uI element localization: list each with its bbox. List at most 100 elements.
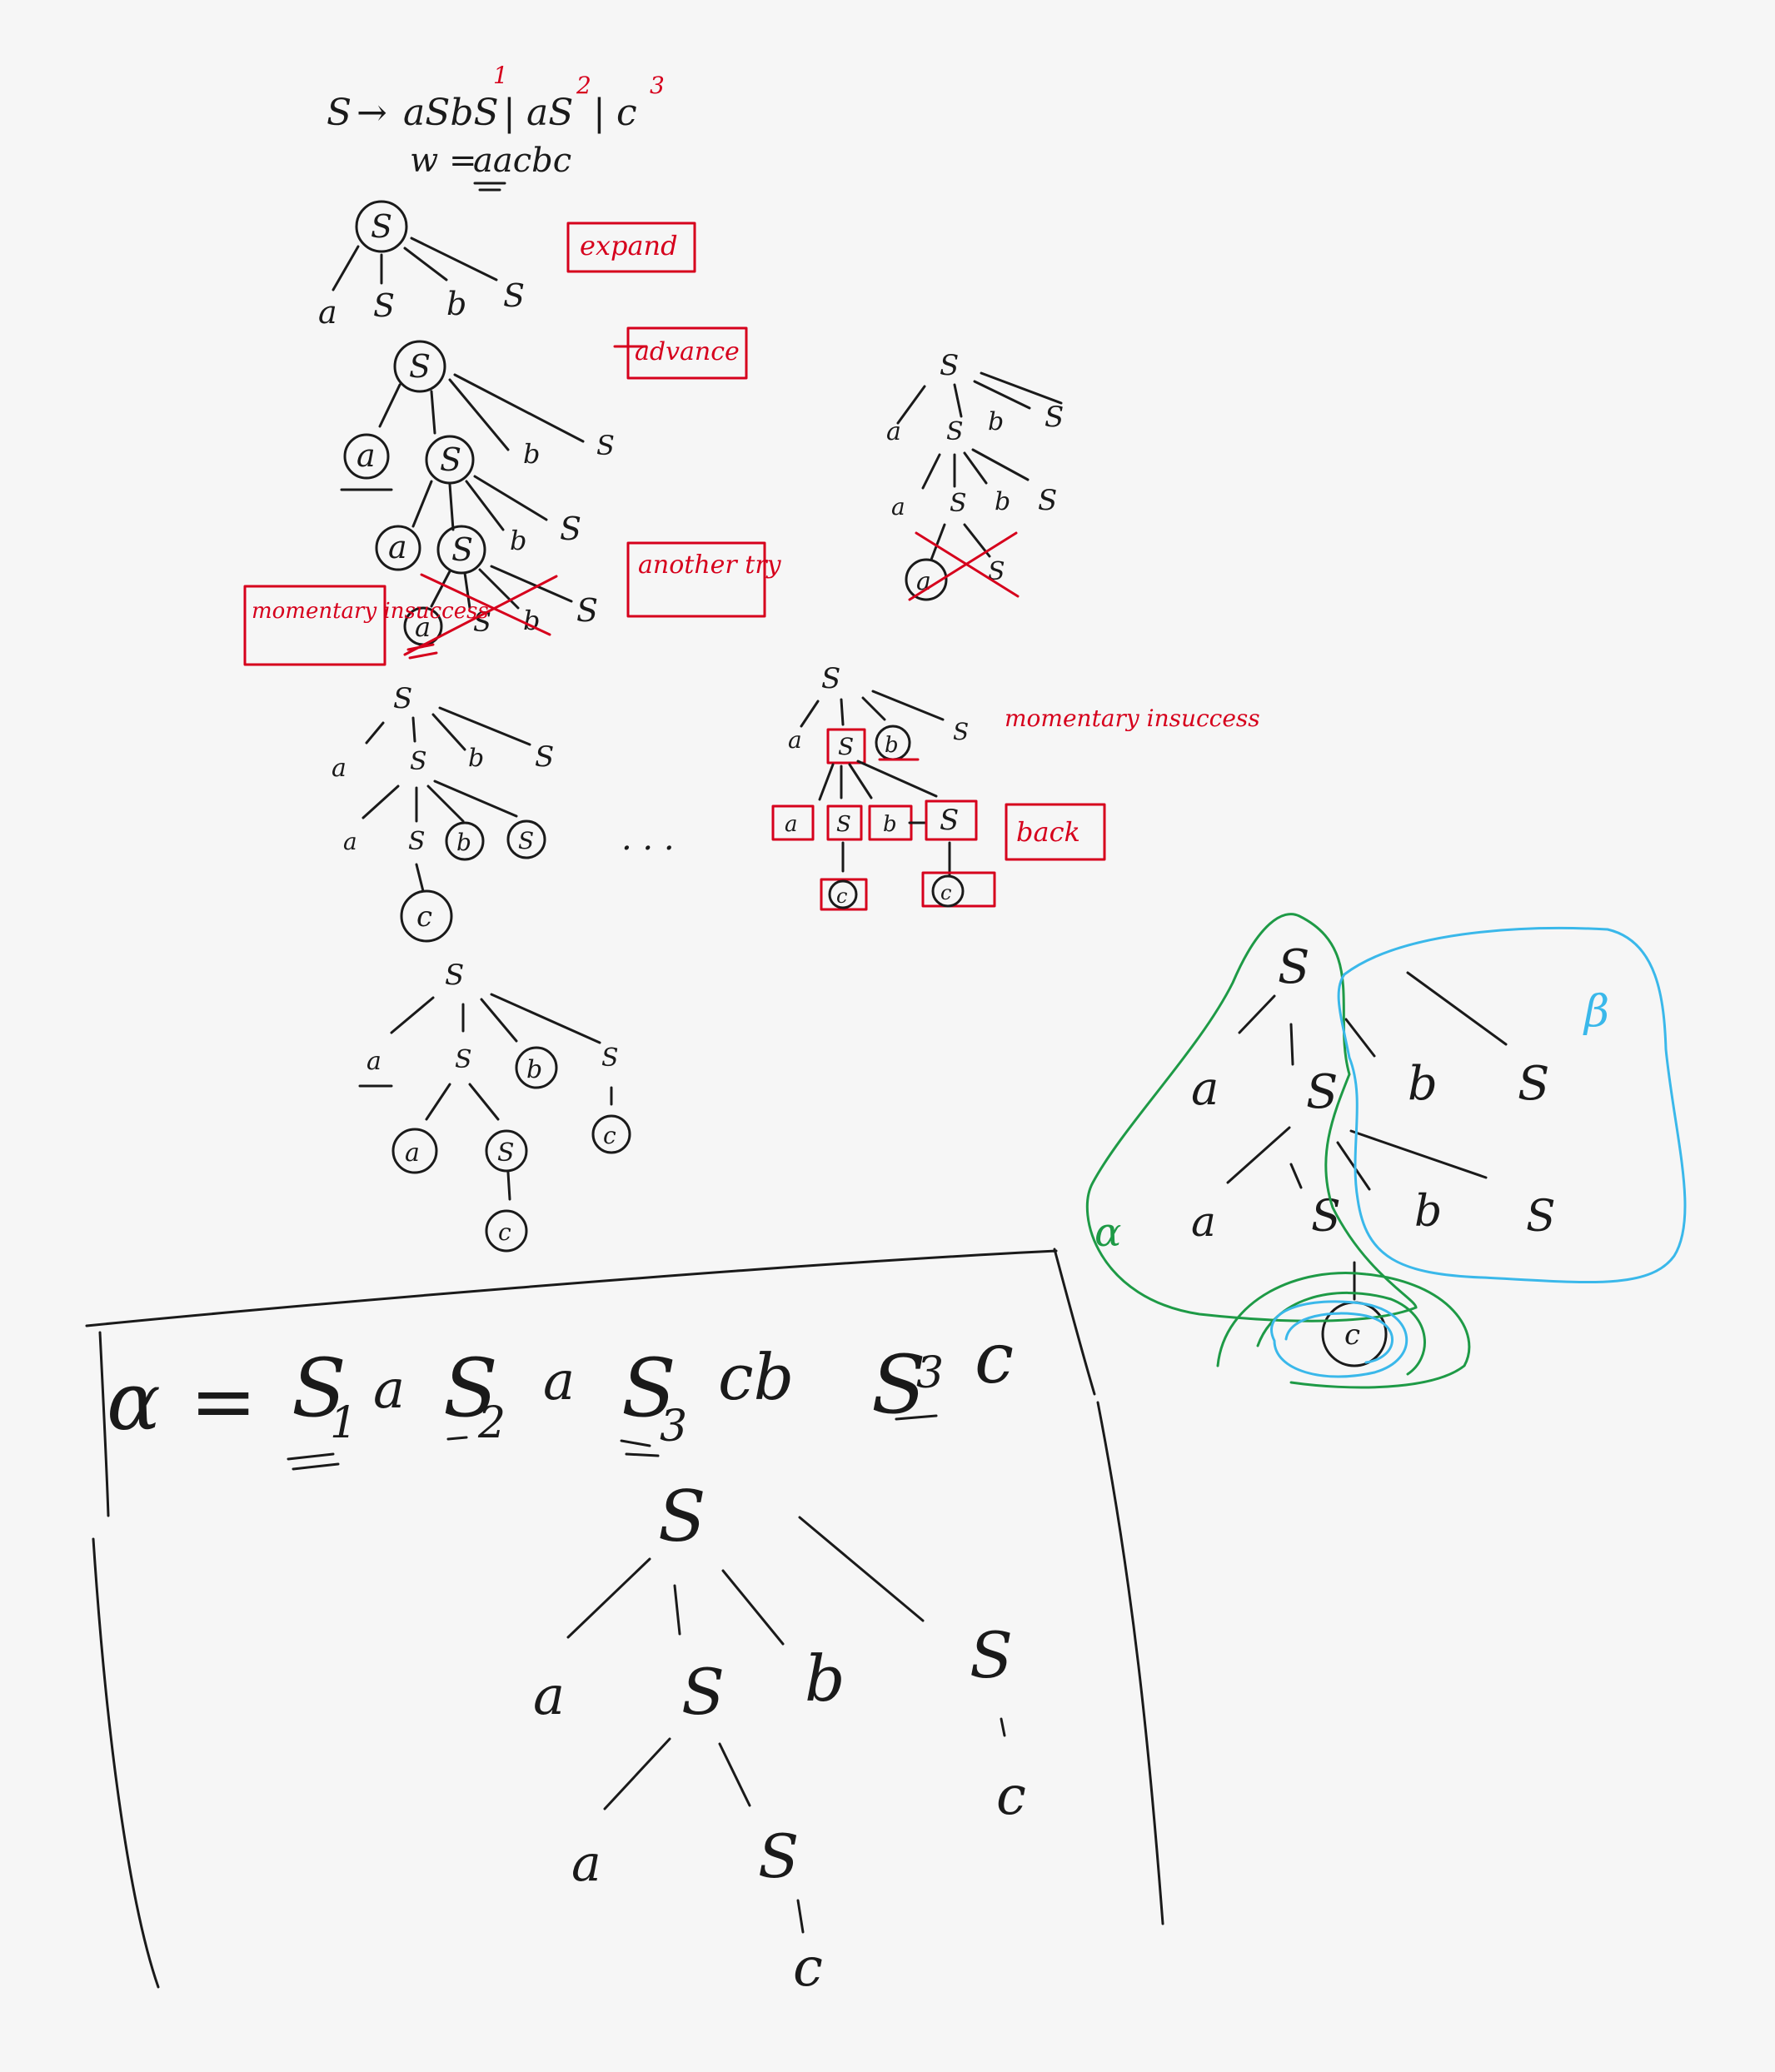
- node-a: a: [571, 1835, 601, 1893]
- circled-c: [931, 874, 965, 908]
- beta-rings: [1270, 1300, 1408, 1378]
- tree-step-5: S a S b S a S c c: [358, 959, 631, 1253]
- annotation-momentary-insuccess-left: momentary insuccess: [243, 585, 489, 666]
- node-S: S: [409, 348, 431, 385]
- node-a: a: [533, 1666, 565, 1727]
- annotation-expand: expand: [566, 222, 696, 273]
- tree-failed-attempt: S a S b S a S b S a S: [886, 349, 1064, 601]
- node-S: S: [1038, 484, 1057, 517]
- edges-level-2: [1226, 1126, 1488, 1191]
- edge-to-c: [796, 1899, 805, 1934]
- edges: [896, 371, 1063, 425]
- grammar-alt-1: aSbS: [403, 92, 499, 134]
- edges: [332, 237, 498, 291]
- deriv-a: a: [543, 1351, 575, 1412]
- tree-alpha-beta: S a S b S a S b S c α β: [1085, 913, 1687, 1389]
- red-box-S: [826, 728, 866, 765]
- node-S: S: [946, 417, 964, 446]
- circled-S: [506, 819, 546, 859]
- edges: [800, 690, 945, 728]
- grammar-alt-2: aS: [526, 92, 573, 134]
- word-underline: [473, 182, 506, 192]
- deriv-subscript: 3: [916, 1348, 944, 1398]
- annotation-text: advance: [635, 337, 740, 366]
- node-a: a: [332, 754, 347, 783]
- edges: [365, 706, 531, 751]
- equals-sign: =: [190, 1355, 257, 1448]
- circled-root-S: [355, 200, 408, 253]
- edge-to-c: [506, 1171, 511, 1201]
- deriv-S: S: [443, 1342, 498, 1435]
- node-b: b: [510, 525, 526, 556]
- circled-root-S: [393, 340, 446, 393]
- node-c: c: [1344, 1318, 1360, 1352]
- edges-level-2: [425, 1083, 613, 1121]
- tree-step-3: S a S b S a S b S c: [332, 682, 554, 943]
- node-a: a: [891, 493, 905, 520]
- node-S: S: [950, 489, 967, 518]
- grammar-lhs: S: [327, 92, 352, 134]
- node-b: b: [468, 744, 484, 773]
- node-c: c: [793, 1937, 823, 1999]
- node-S: S: [601, 1043, 619, 1073]
- node-S: S: [1045, 401, 1064, 434]
- node-a: a: [1191, 1062, 1219, 1116]
- edges-level-2: [411, 475, 548, 531]
- word-value: aacbc: [473, 142, 571, 180]
- annotation-box: [1005, 803, 1106, 861]
- node-b: b: [885, 733, 899, 758]
- beta-region: [1337, 926, 1687, 1283]
- node-c: c: [940, 881, 951, 904]
- node-b: b: [1408, 1057, 1438, 1111]
- grammar-alt-3-number: 3: [650, 72, 665, 99]
- grammar-separator-1: |: [503, 92, 516, 134]
- edges: [390, 993, 601, 1044]
- deriv-subscript: 1: [330, 1398, 357, 1448]
- node-S: S: [821, 662, 840, 695]
- node-S: S: [497, 1138, 515, 1168]
- annotation-text: back: [1016, 816, 1080, 848]
- cross-out: [908, 531, 1020, 601]
- node-a: a: [1191, 1198, 1216, 1246]
- node-S: S: [440, 441, 461, 478]
- edges: [566, 1516, 925, 1646]
- derivation-panel: α = S 1 a S 2 a S 3 cb S 3 c S a S b S c…: [85, 1248, 1164, 1999]
- word-label: w =: [410, 142, 476, 180]
- derivation-formula: α = S 1 a S 2 a S 3 cb S 3 c: [107, 1317, 1014, 1471]
- node-b: b: [883, 812, 897, 837]
- node-S: S: [1526, 1192, 1556, 1242]
- node-b: b: [456, 829, 471, 856]
- node-S: S: [1306, 1065, 1338, 1119]
- grammar-alt-3: c: [616, 92, 637, 134]
- circled-S: [485, 1129, 528, 1173]
- grammar-alt-1-number: 1: [493, 62, 508, 89]
- deriv-cb: cb: [718, 1340, 794, 1414]
- deriv-subscript: 2: [477, 1398, 506, 1448]
- node-c: c: [603, 1122, 616, 1149]
- cross-out: [403, 573, 558, 656]
- annotation-advance: advance: [613, 326, 748, 380]
- node-S: S: [518, 827, 534, 854]
- node-S: S: [408, 827, 426, 856]
- node-b: b: [523, 438, 540, 470]
- edges-level-2: [603, 1717, 1006, 1811]
- node-a: a: [356, 437, 376, 474]
- edges-level-3: [430, 565, 573, 610]
- node-S: S: [451, 531, 473, 568]
- annotation-box: [626, 326, 748, 380]
- edges-to-c: [841, 841, 951, 876]
- circled-c: [828, 879, 858, 909]
- node-S: S: [560, 511, 581, 547]
- node-S: S: [1278, 940, 1309, 994]
- node-a: a: [886, 417, 901, 446]
- node-S: S: [503, 277, 525, 314]
- node-S: S: [445, 959, 464, 992]
- tree-step-2: S a S b S a S b S a S b S: [340, 340, 615, 660]
- node-S: S: [393, 682, 412, 715]
- annotation-back: back: [1005, 803, 1106, 861]
- node-S: S: [836, 812, 851, 837]
- deriv-subscript: 3: [660, 1402, 687, 1452]
- node-S: S: [473, 606, 491, 638]
- edges: [1238, 971, 1508, 1066]
- node-S: S: [455, 1045, 472, 1074]
